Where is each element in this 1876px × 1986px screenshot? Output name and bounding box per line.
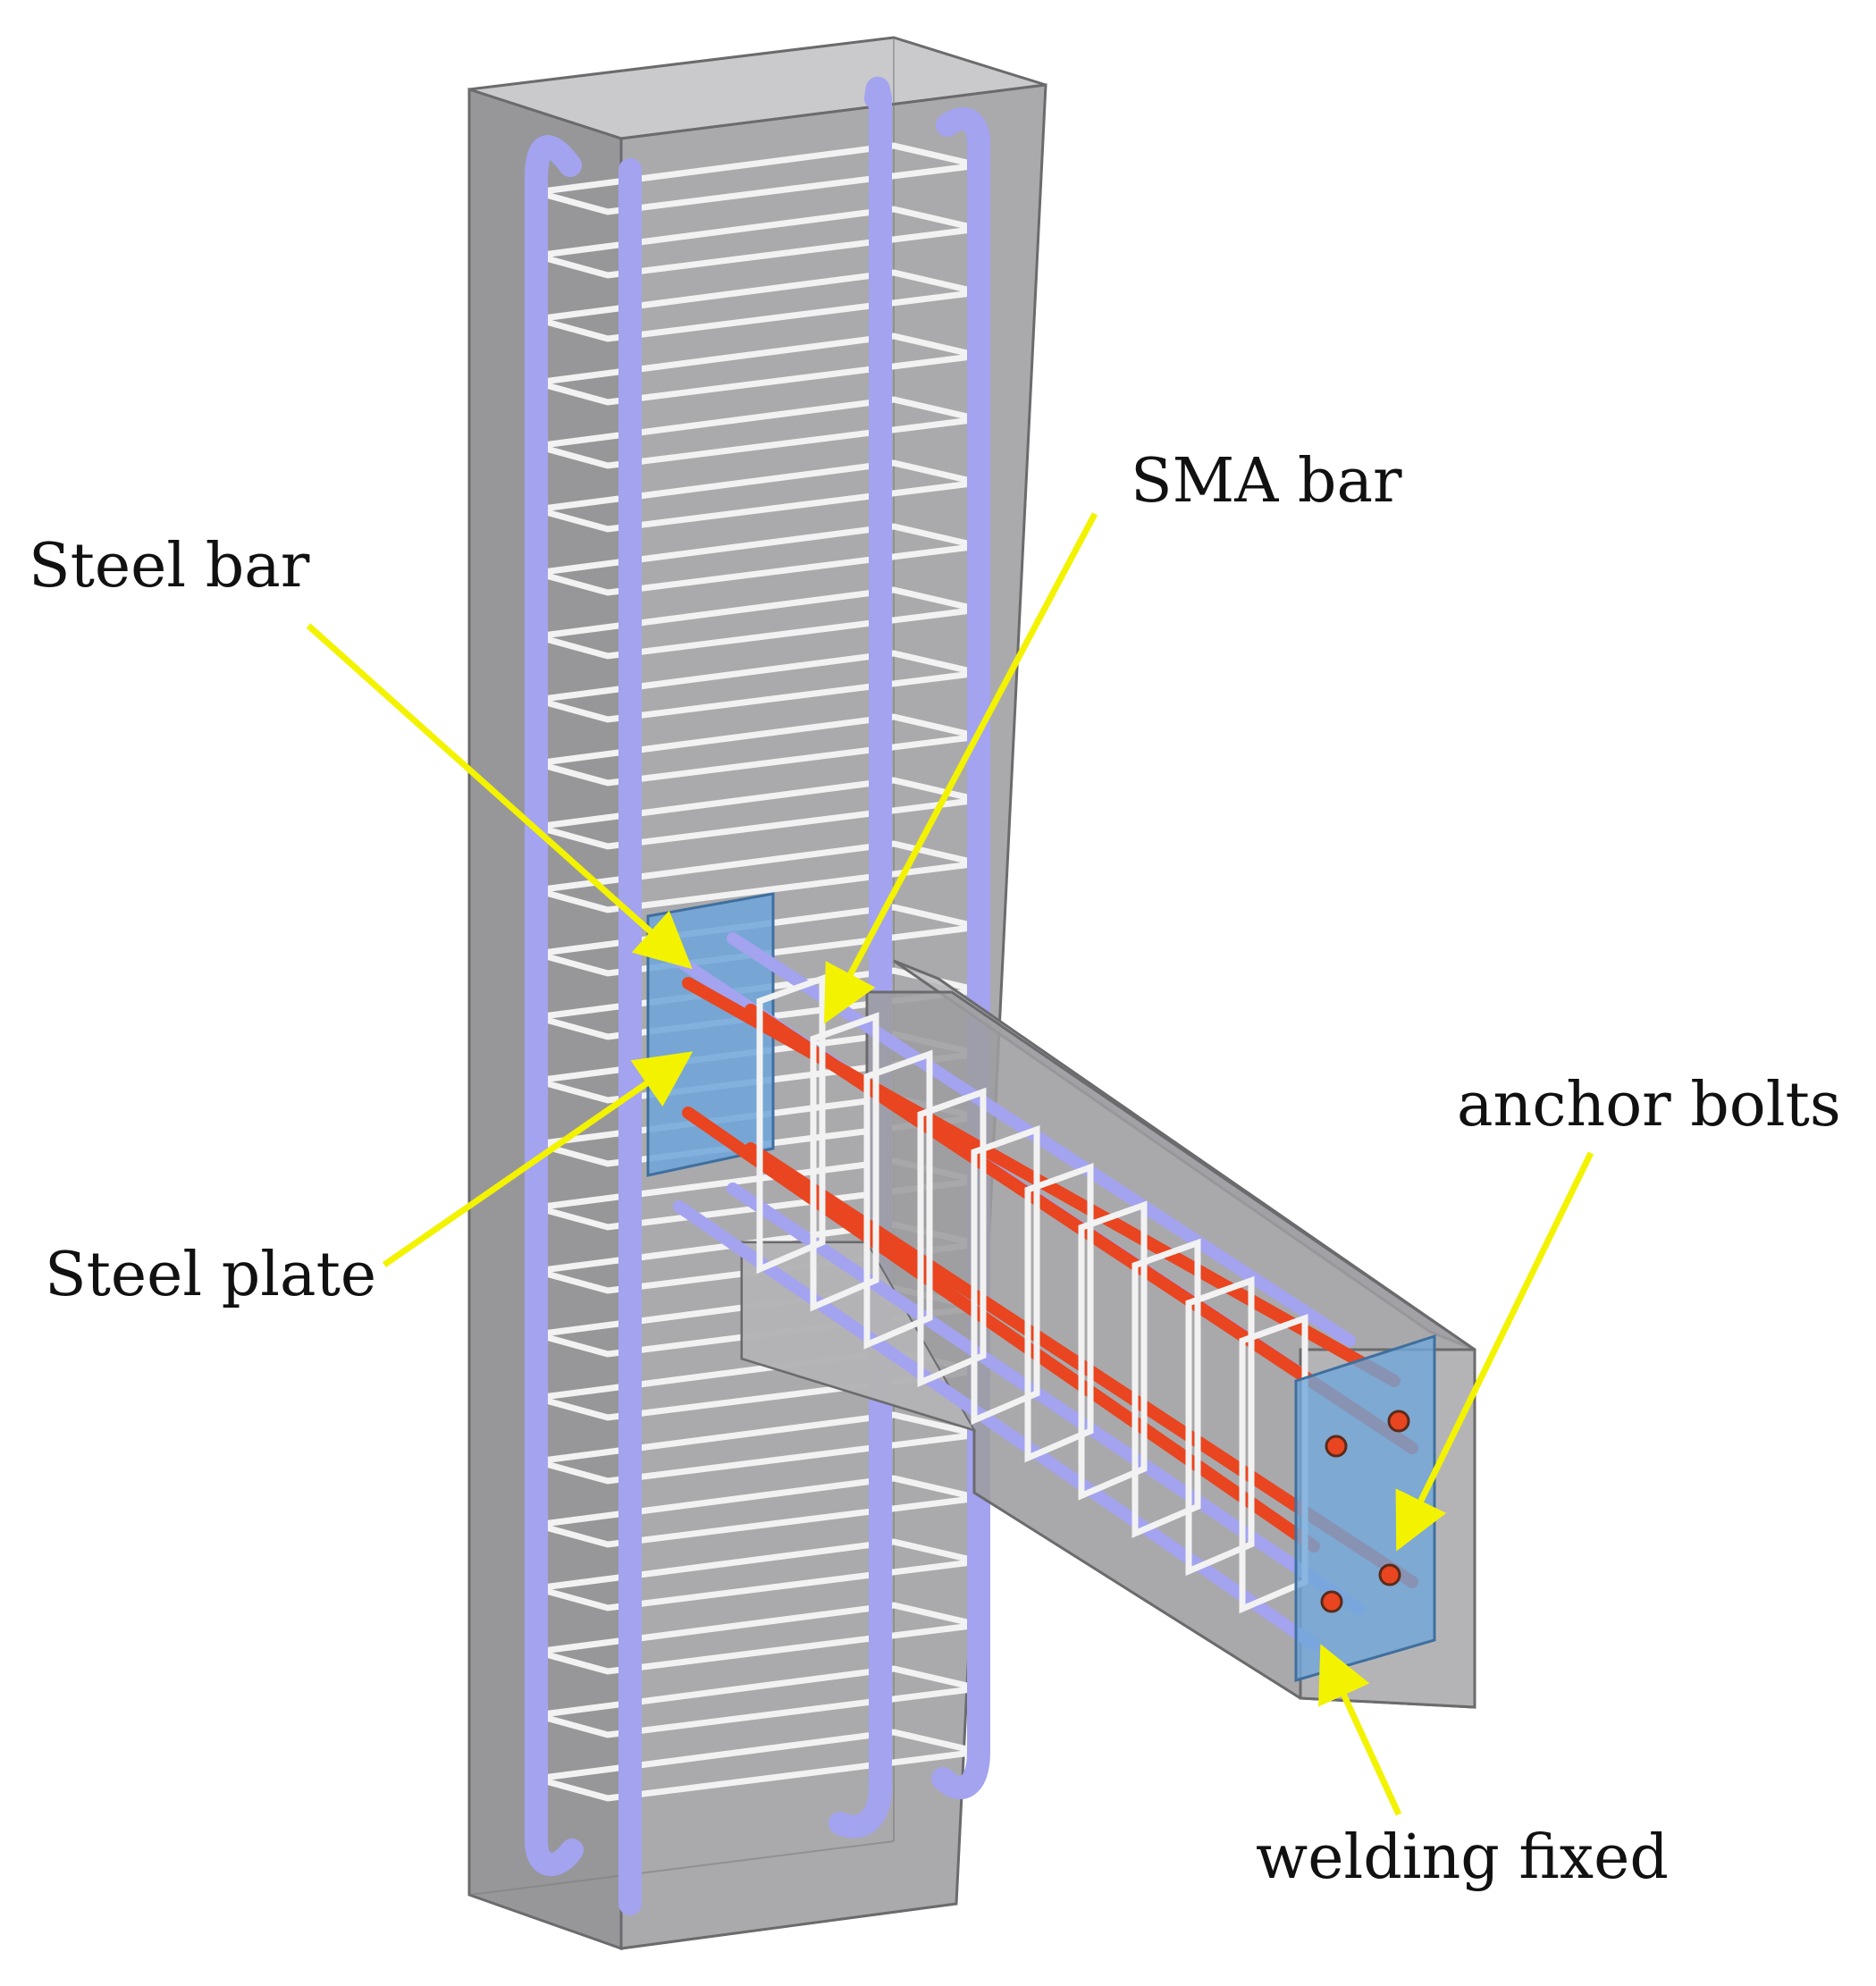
column-steel-bars xyxy=(525,76,990,1915)
anchor-bolt-icons xyxy=(1320,1410,1410,1613)
beam-stirrup xyxy=(1185,1275,1255,1577)
beam-stirrup xyxy=(917,1087,987,1387)
arrow-steel-bar xyxy=(306,623,693,970)
arrow-sma-bar xyxy=(823,512,1098,1024)
beam-stirrup xyxy=(971,1124,1040,1426)
callout-arrows xyxy=(306,512,1594,1816)
beam-stirrup xyxy=(1131,1238,1201,1538)
label-anchor-bolts: anchor bolts xyxy=(1457,1070,1841,1140)
arrow-steel-plate xyxy=(383,1051,694,1267)
beam-stirrup xyxy=(756,974,826,1275)
label-welding-fixed: welding fixed xyxy=(1256,1822,1669,1893)
end-plate xyxy=(1294,1334,1436,1682)
label-steel-plate: Steel plate xyxy=(45,1240,377,1310)
label-sma-bar: SMA bar xyxy=(1131,446,1402,517)
beam-stirrup xyxy=(863,1049,933,1350)
arrow-anchor-bolts xyxy=(1395,1151,1594,1552)
arrow-welding-fixed xyxy=(1318,1644,1402,1816)
label-steel-bar: Steel bar xyxy=(29,531,310,602)
beam-stirrup xyxy=(1078,1200,1148,1501)
beam-stirrup xyxy=(1024,1163,1094,1463)
